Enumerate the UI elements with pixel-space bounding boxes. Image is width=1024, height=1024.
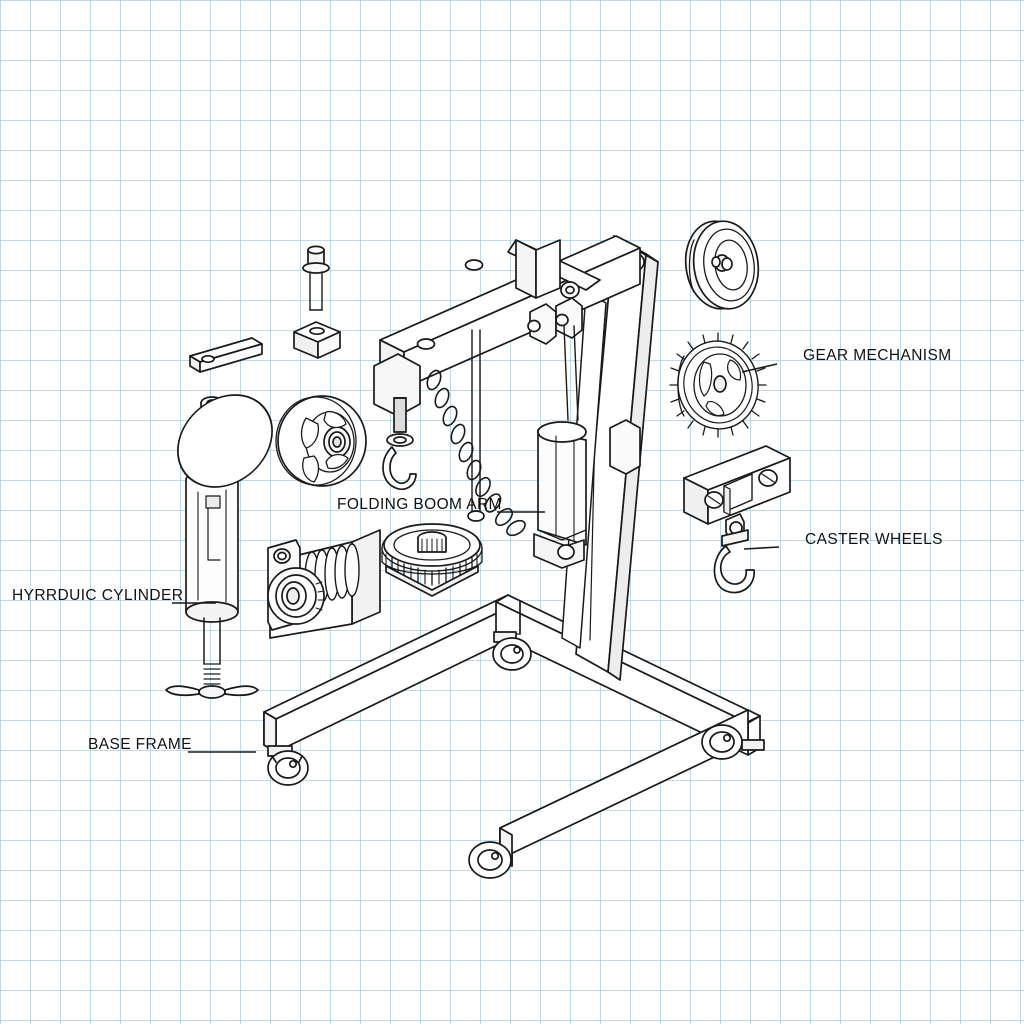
- part-chain-hook: [382, 397, 417, 491]
- part-boom-arm: [373, 235, 641, 522]
- leader-gear-mechanism: [741, 363, 778, 373]
- part-bracket-plate: [189, 337, 263, 373]
- callout-label-hydraulic-cylinder: HYRRDUIC CYLINDER: [12, 587, 184, 604]
- leader-caster-wheels: [743, 546, 780, 550]
- part-spur-gear: [669, 332, 767, 438]
- callout-label-caster-wheels: CASTER WHEELS: [805, 531, 943, 548]
- part-ram-cylinder: [533, 421, 587, 569]
- part-caster-rear-right: [701, 724, 765, 760]
- part-caster-front-left: [267, 745, 309, 786]
- part-winch-drum: [267, 529, 381, 639]
- part-caster-rear-left: [492, 631, 532, 671]
- part-chain: [426, 369, 526, 537]
- callout-label-folding-boom-arm: FOLDING BOOM ARM: [337, 496, 502, 513]
- part-lifting-hook: [713, 513, 755, 594]
- part-spoked-pulley: [177, 394, 367, 488]
- callout-label-gear-mechanism: GEAR MECHANISM: [803, 347, 952, 364]
- part-hook-plate: [683, 445, 791, 525]
- part-grooved-pulley: [684, 220, 760, 310]
- callout-label-base-frame: BASE FRAME: [88, 736, 192, 753]
- part-block-nut: [293, 321, 341, 359]
- part-ring-gear: [381, 523, 483, 597]
- part-hex-bolt: [302, 245, 330, 311]
- part-caster-front-right: [468, 841, 512, 879]
